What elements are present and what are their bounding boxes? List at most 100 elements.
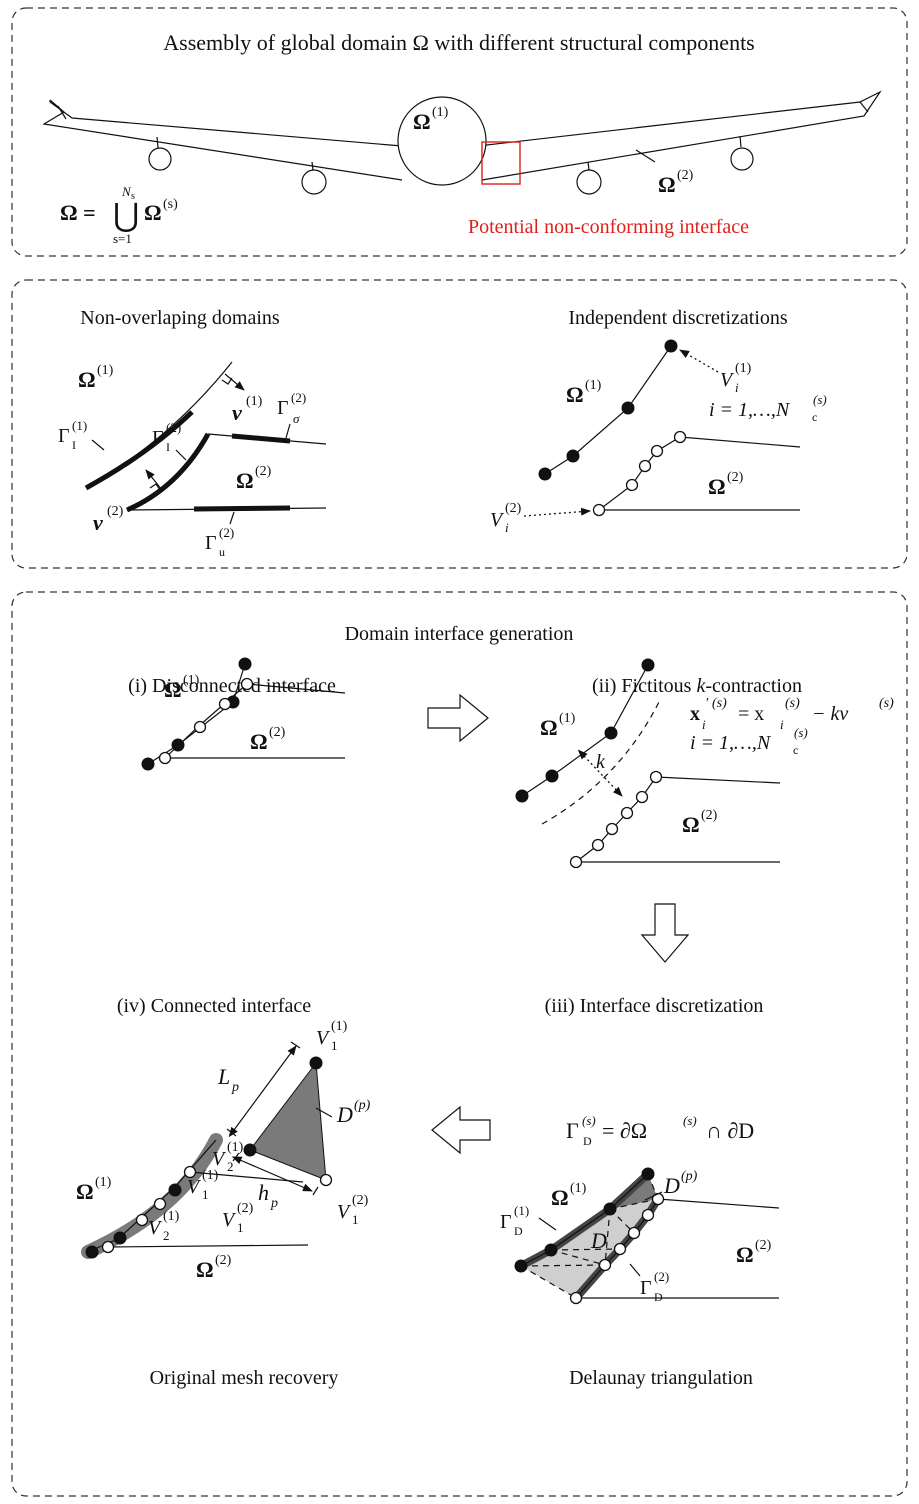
svg-text:D: D: [336, 1102, 353, 1127]
svg-text:(s): (s): [163, 197, 178, 212]
svg-text:2: 2: [227, 1159, 234, 1174]
p2-nu1-label: ν (1): [232, 394, 263, 425]
svg-text:(1): (1): [559, 711, 576, 726]
p3iv-V21-lower-label: V (1) 2: [148, 1209, 180, 1243]
svg-text:1: 1: [352, 1212, 359, 1227]
svg-text:V: V: [490, 509, 505, 531]
step-iii-title: (iii) Interface discretization: [545, 995, 764, 1017]
non-overlapping-drawing: [84, 361, 327, 525]
svg-text:(1): (1): [163, 1209, 180, 1224]
svg-text:(s): (s): [712, 696, 727, 711]
svg-text:D: D: [654, 1290, 663, 1304]
p3iv-omega2-label: Ω (2): [196, 1253, 232, 1282]
p2-gamma-I2-label: Γ (2) I: [152, 420, 181, 454]
hp-label: h p: [258, 1180, 278, 1211]
engine-pods: [148, 135, 754, 195]
p2-nu2-label: ν (2): [93, 504, 124, 535]
svg-text:(2): (2): [291, 390, 306, 405]
svg-text:(2): (2): [166, 420, 181, 435]
p3i-omega2-label: Ω (2): [250, 725, 286, 754]
svg-text:Ω =: Ω =: [60, 200, 96, 225]
connected-interface-drawing: [81, 1041, 333, 1259]
svg-text:Ω: Ω: [658, 172, 676, 197]
svg-text:c: c: [793, 743, 798, 757]
p3iii-omega1-label: Ω (1): [551, 1181, 587, 1210]
D-region-label: D: [590, 1228, 607, 1253]
contraction-index-range: i = 1,…,N c (s): [690, 725, 808, 757]
svg-text:(2): (2): [654, 1269, 669, 1284]
svg-text:(2): (2): [107, 504, 124, 519]
p3iii-omega2-label: Ω (2): [736, 1238, 772, 1267]
svg-text:p: p: [231, 1080, 239, 1095]
svg-text:Γ: Γ: [152, 427, 164, 449]
p3iv-V12-right-label: V (2) 1: [337, 1193, 369, 1227]
vertex-V1-label: V (1) i: [720, 361, 752, 395]
svg-text:Γ: Γ: [277, 397, 289, 419]
svg-text:i = 1,…,N: i = 1,…,N: [690, 732, 772, 754]
svg-text:D: D: [663, 1173, 680, 1198]
svg-text:Ω: Ω: [144, 200, 162, 225]
svg-text:Ω: Ω: [551, 1185, 569, 1210]
svg-text:p: p: [270, 1196, 278, 1211]
svg-text:(2): (2): [219, 525, 234, 540]
svg-text:(2): (2): [727, 470, 744, 485]
svg-text:(s): (s): [785, 696, 800, 711]
svg-text:(p): (p): [681, 1169, 698, 1184]
p3i-omega1-label: Ω (1): [164, 673, 200, 702]
aircraft-drawing: [42, 90, 882, 195]
svg-text:Ω: Ω: [682, 812, 700, 837]
svg-text:(2): (2): [215, 1253, 232, 1268]
svg-text:Γ: Γ: [566, 1118, 579, 1143]
svg-text:Ω: Ω: [736, 1242, 754, 1267]
svg-text:(1): (1): [432, 105, 449, 120]
svg-text:(1): (1): [246, 394, 263, 409]
interface-generation-title: Domain interface generation: [345, 623, 574, 645]
svg-text:∩ ∂D: ∩ ∂D: [706, 1118, 754, 1143]
svg-text:Ω: Ω: [566, 382, 584, 407]
original-mesh-recovery-caption: Original mesh recovery: [150, 1367, 339, 1389]
svg-text:ν: ν: [232, 400, 242, 425]
assembly-title: Assembly of global domain Ω with differe…: [163, 30, 755, 55]
p3ii-omega1-label: Ω (1): [540, 711, 576, 740]
svg-text:Ω: Ω: [164, 677, 182, 702]
svg-text:(1): (1): [331, 1019, 348, 1034]
p3iv-V11-top-label: V (1) 1: [316, 1019, 348, 1053]
svg-text:x: x: [690, 703, 700, 725]
svg-text:= x: = x: [738, 703, 764, 725]
svg-text:(s): (s): [813, 392, 827, 407]
disconnected-interface-drawing: [141, 657, 346, 771]
panel-interface-frame: [11, 591, 908, 1497]
svg-text:s=1: s=1: [113, 231, 132, 246]
svg-text:i: i: [735, 380, 739, 395]
svg-text:(2): (2): [237, 1201, 254, 1216]
p2-gamma-sigma-label: Γ (2) σ: [277, 390, 306, 426]
svg-text:I: I: [166, 440, 170, 454]
svg-text:Γ: Γ: [205, 532, 217, 554]
svg-text:i = 1,…,N: i = 1,…,N: [709, 399, 791, 421]
contraction-formula: x i ′ (s) = x i (s) − kν (s): [690, 696, 894, 732]
p3iv-V11-label: V (1) 1: [187, 1168, 219, 1202]
svg-text:s: s: [131, 191, 135, 202]
svg-text:(1): (1): [183, 673, 200, 688]
omega1-label: Ω (1): [413, 105, 449, 134]
svg-text:(2): (2): [255, 464, 272, 479]
svg-text:Γ: Γ: [58, 425, 70, 447]
k-distance-label: k: [596, 751, 606, 773]
svg-text:1: 1: [331, 1038, 338, 1053]
svg-text:h: h: [258, 1180, 269, 1205]
svg-text:D: D: [514, 1224, 523, 1238]
svg-text:Ω: Ω: [250, 729, 268, 754]
svg-text:= ∂Ω: = ∂Ω: [602, 1118, 647, 1143]
svg-text:V: V: [187, 1176, 202, 1198]
fuselage-circle: [397, 96, 487, 186]
svg-text:(2): (2): [755, 1238, 772, 1253]
svg-text:Ω: Ω: [78, 367, 96, 392]
svg-text:Ω: Ω: [540, 715, 558, 740]
svg-text:i: i: [505, 520, 509, 535]
svg-text:u: u: [219, 545, 225, 559]
svg-text:(1): (1): [97, 363, 114, 378]
svg-text:(1): (1): [95, 1175, 112, 1190]
flow-arrow-right: [427, 693, 489, 743]
svg-text:Γ: Γ: [640, 1277, 652, 1299]
svg-text:Ω: Ω: [196, 1257, 214, 1282]
